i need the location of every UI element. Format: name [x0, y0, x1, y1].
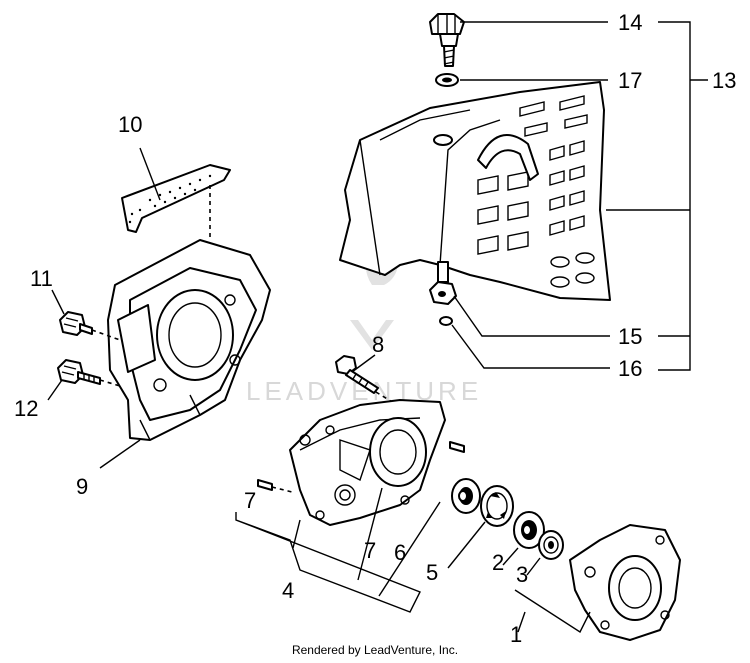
nut-part-15: [429, 261, 457, 305]
callout-2: 2: [492, 550, 504, 575]
callout-1: 1: [510, 622, 522, 647]
callout-7-left: 7: [244, 488, 256, 513]
bolt-part-8: [335, 355, 379, 394]
callout-17: 17: [618, 68, 642, 93]
screw-part-11: [59, 311, 93, 336]
callout-labels: 14 17 13 15 16 10 11 12 9 8 7 7 6 5 4 2 …: [14, 10, 736, 647]
callout-6: 6: [394, 540, 406, 565]
engine-cover-part-13: [339, 81, 611, 301]
plate-part-10: [121, 164, 231, 233]
callout-5: 5: [426, 560, 438, 585]
callout-15: 15: [618, 324, 642, 349]
callout-14: 14: [618, 10, 642, 35]
knob-part-14: [429, 13, 465, 67]
callout-12: 12: [14, 396, 38, 421]
callout-13: 13: [712, 68, 736, 93]
footer-credit: Rendered by LeadVenture, Inc.: [291, 643, 459, 657]
fan-housing-part-9: [107, 239, 271, 441]
callout-7-right: 7: [364, 538, 376, 563]
bearing-part-2: [513, 511, 545, 549]
callout-16: 16: [618, 356, 642, 381]
leader-lines: [47, 21, 708, 634]
callout-9: 9: [76, 474, 88, 499]
callout-11: 11: [30, 266, 53, 291]
callout-10: 10: [118, 112, 142, 137]
callout-3: 3: [516, 562, 528, 587]
pin-part-7-left: [257, 479, 273, 491]
retainer-part-5: [480, 485, 514, 527]
screw-part-12: [57, 359, 101, 385]
crankcase-part-4: [289, 399, 446, 526]
callout-4: 4: [282, 578, 294, 603]
bearing-part-6: [451, 478, 481, 514]
pin-part-7-right: [449, 441, 465, 453]
clip-part-16: [439, 316, 453, 326]
seal-part-3: [538, 530, 564, 560]
callout-8: 8: [372, 332, 384, 357]
crankcase-part-1: [569, 524, 681, 641]
